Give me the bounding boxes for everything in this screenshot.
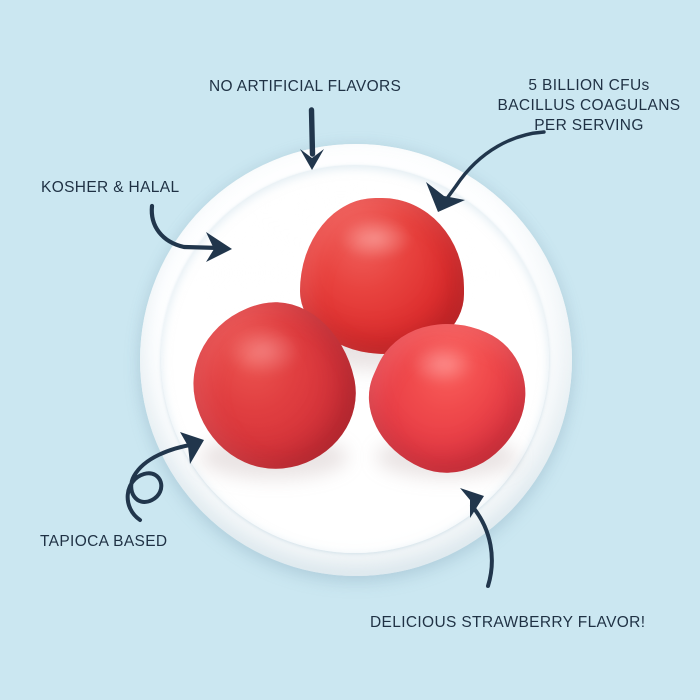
top-gummy-highlight [339,216,412,261]
right-gummy [347,297,547,497]
callout-label-no-artificial-flavors: NO ARTIFICIAL FLAVORS [209,78,402,95]
right-gummy-highlight [410,343,475,385]
callout-label-kosher-halal: KOSHER & HALAL [41,179,180,196]
callout-label-tapioca-based: TAPIOCA BASED [40,533,168,550]
left-gummy [178,288,370,484]
right-gummy-body [347,297,547,497]
left-gummy-body [178,288,370,484]
callout-label-delicious-strawberry-flavor: DELICIOUS STRAWBERRY FLAVOR! [370,614,646,631]
callout-label-cfu-count: 5 BILLION CFUs BACILLUS COAGULANS PER SE… [497,77,681,134]
left-gummy-highlight [226,326,300,377]
